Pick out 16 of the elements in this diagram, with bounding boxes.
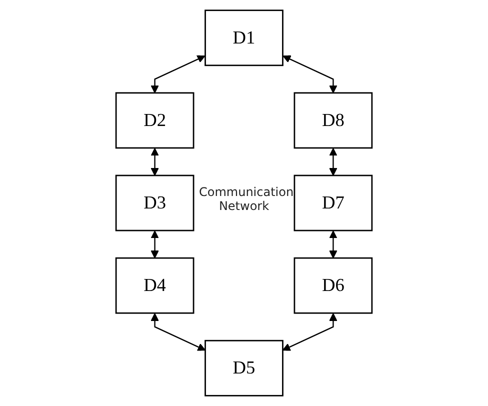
node-box: D7	[294, 174, 373, 232]
node-box: D5	[204, 340, 284, 396]
node-box: D8	[294, 92, 373, 149]
arrow	[282, 313, 338, 351]
arrow	[150, 148, 159, 176]
arrow	[329, 148, 338, 176]
arrow	[150, 230, 159, 258]
node-box: D1	[204, 10, 284, 66]
arrow	[282, 55, 338, 94]
node-box: D6	[294, 257, 373, 314]
node-box: D3	[115, 174, 194, 232]
arrow	[150, 313, 206, 351]
arrow	[150, 55, 206, 94]
arrow	[329, 230, 338, 258]
node-box: D2	[115, 92, 194, 149]
node-box: D4	[115, 257, 194, 314]
